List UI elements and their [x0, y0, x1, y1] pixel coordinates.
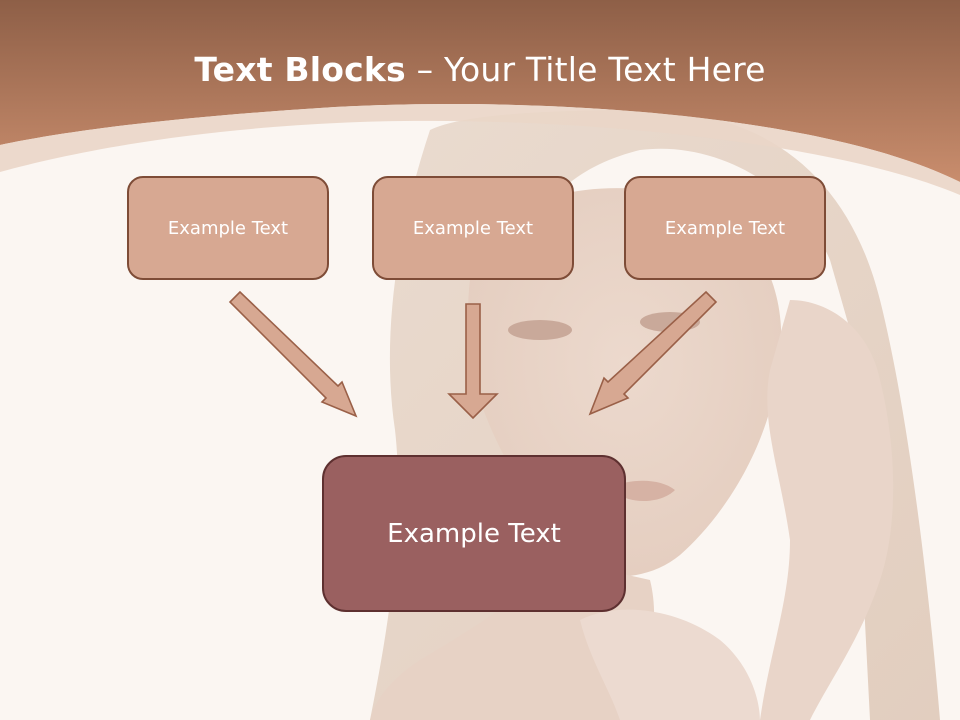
title-dash: – [405, 50, 444, 89]
text-block-2[interactable]: Example Text [372, 176, 574, 280]
text-block-label: Example Text [167, 217, 289, 239]
text-block-1[interactable]: Example Text [127, 176, 329, 280]
title-rest: Your Title Text Here [443, 50, 766, 89]
text-block-3[interactable]: Example Text [624, 176, 826, 280]
slide-title: Text Blocks – Your Title Text Here [0, 50, 960, 89]
text-block-label: Example Text [664, 217, 786, 239]
text-block-label: Example Text [412, 217, 534, 239]
title-strong: Text Blocks [194, 50, 406, 89]
text-block-main-label: Example Text [387, 518, 561, 549]
text-block-main[interactable]: Example Text [322, 455, 626, 612]
header-band [0, 0, 960, 195]
